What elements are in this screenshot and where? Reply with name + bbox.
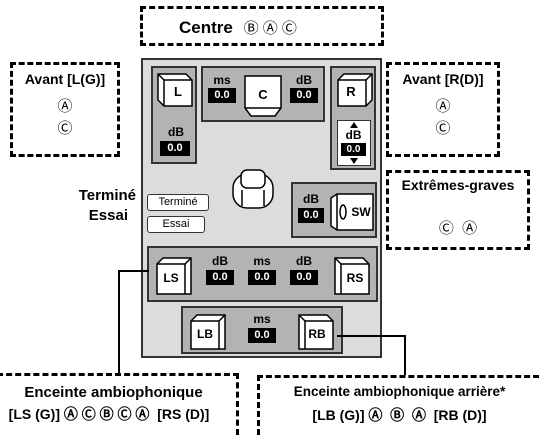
front-left-symbol-a: Ⓐ: [57, 98, 73, 115]
subwoofer-title: Extrêmes-graves: [401, 177, 515, 193]
centre-callout: Centre Ⓑ Ⓐ Ⓒ: [140, 6, 384, 46]
speaker-l-label: L: [174, 84, 182, 99]
subwoofer-symbols: Ⓒ Ⓐ: [438, 220, 478, 237]
leader-line-ls-v: [118, 270, 120, 374]
subwoofer-db-label: dB: [303, 192, 319, 206]
speaker-l-icon[interactable]: [156, 72, 194, 108]
speaker-ls-label: LS: [163, 271, 179, 285]
speaker-c-label: C: [258, 87, 268, 102]
speaker-rs-icon[interactable]: [333, 256, 371, 296]
front-right-title: Avant [R(D)]: [402, 71, 484, 87]
surround-back-title: Enceinte ambiophonique arrière*: [293, 384, 506, 399]
front-left-panel: L dB 0.0: [151, 66, 197, 164]
speaker-rb-label: RB: [308, 327, 326, 341]
centre-db-value[interactable]: 0.0: [290, 88, 318, 103]
front-right-db-value[interactable]: 0.0: [341, 143, 366, 156]
centre-label: Centre: [179, 18, 233, 37]
subwoofer-panel: dB 0.0 SW: [291, 182, 377, 238]
speaker-r-label: R: [346, 84, 356, 99]
surround-title: Enceinte ambiophonique: [24, 384, 203, 401]
test-side-label: Essai: [88, 207, 128, 224]
done-button[interactable]: Terminé: [147, 194, 209, 211]
arrow-up-icon[interactable]: [350, 122, 358, 128]
subwoofer-speaker-label: SW: [351, 205, 371, 219]
speaker-rs-label: RS: [346, 271, 364, 285]
speaker-lb-icon[interactable]: [189, 313, 227, 351]
front-left-db-label: dB: [168, 125, 184, 139]
subwoofer-icon[interactable]: [329, 192, 375, 232]
speaker-r-icon[interactable]: [336, 72, 374, 108]
speaker-ls-icon[interactable]: [155, 256, 193, 296]
front-left-callout: Avant [L(G)] Ⓐ Ⓒ: [10, 62, 120, 157]
listening-position-icon: [232, 169, 274, 209]
test-button[interactable]: Essai: [147, 216, 205, 233]
surround-ms-label: ms: [253, 254, 271, 268]
leader-line-ls-h: [118, 270, 149, 272]
surround-back-symbols: [LB (G)] Ⓐ Ⓑ Ⓐ [RB (D)]: [312, 407, 487, 423]
surround-ms-value[interactable]: 0.0: [248, 270, 276, 285]
surround-back-callout: Enceinte ambiophonique arrière* [LB (G)]…: [257, 375, 539, 435]
surround-db2-label: dB: [296, 254, 312, 268]
front-right-symbol-c: Ⓒ: [435, 120, 451, 137]
centre-panel: ms 0.0 C dB 0.0: [201, 66, 325, 122]
front-right-callout: Avant [R(D)] Ⓐ Ⓒ: [386, 62, 500, 157]
surround-db2-value[interactable]: 0.0: [290, 270, 318, 285]
subwoofer-callout: Extrêmes-graves Ⓒ Ⓐ: [386, 170, 530, 250]
surround-back-panel: LB ms 0.0 RB: [181, 306, 343, 354]
subwoofer-db-value[interactable]: 0.0: [298, 208, 324, 223]
front-left-db-value[interactable]: 0.0: [160, 141, 190, 156]
centre-ms-value[interactable]: 0.0: [208, 88, 236, 103]
speaker-c-icon[interactable]: [243, 74, 283, 118]
front-right-db-label: dB: [345, 128, 362, 142]
front-right-panel: R dB 0.0: [330, 66, 376, 170]
surround-back-ms-label: ms: [253, 312, 271, 326]
done-side-label: Terminé: [78, 187, 136, 204]
surround-db1-label: dB: [212, 254, 228, 268]
surround-db1-value[interactable]: 0.0: [206, 270, 234, 285]
db-adjust-control[interactable]: dB 0.0: [337, 120, 371, 166]
speaker-rb-icon[interactable]: [297, 313, 335, 351]
front-left-symbol-c: Ⓒ: [57, 120, 73, 137]
arrow-down-icon[interactable]: [350, 158, 358, 164]
leader-line-rb-h: [337, 335, 406, 337]
surround-symbols: [LS (G)] Ⓐ Ⓒ Ⓑ Ⓒ Ⓐ [RS (D)]: [8, 406, 210, 422]
front-left-title: Avant [L(G)]: [24, 71, 106, 87]
centre-ms-label: ms: [213, 73, 231, 87]
leader-line-rb-v: [404, 335, 406, 377]
front-right-symbol-a: Ⓐ: [435, 98, 451, 115]
surround-panel: LS dB 0.0 ms 0.0 dB 0.0 RS: [147, 246, 378, 302]
centre-symbols: Ⓑ Ⓐ Ⓒ: [243, 20, 297, 37]
centre-db-label: dB: [296, 73, 312, 87]
surround-callout: Enceinte ambiophonique [LS (G)] Ⓐ Ⓒ Ⓑ Ⓒ …: [0, 373, 239, 435]
surround-back-ms-value[interactable]: 0.0: [248, 328, 276, 343]
speaker-lb-label: LB: [197, 327, 213, 341]
speaker-room: L dB 0.0 ms 0.0 C dB 0.0 R dB 0.0: [141, 58, 382, 358]
